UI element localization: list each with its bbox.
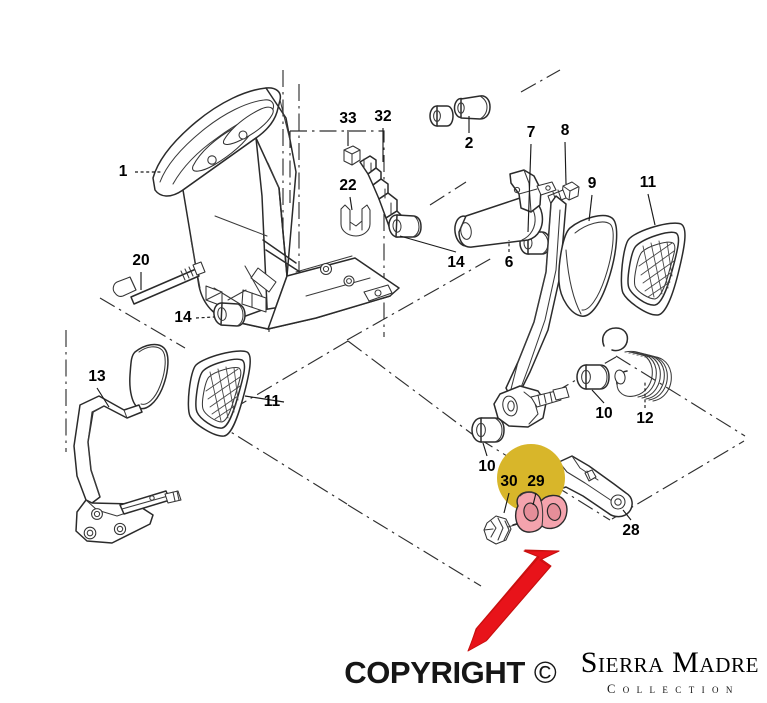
callout-7: 7 — [527, 124, 536, 141]
part-10-bushing-left — [471, 417, 505, 443]
part-30-spring-clip — [483, 514, 548, 545]
part-pedal-support-bracket — [152, 87, 400, 330]
callout-1: 1 — [119, 163, 128, 180]
callout-14-left: 14 — [174, 309, 192, 326]
callout-8: 8 — [561, 122, 570, 139]
callout-6: 6 — [505, 254, 514, 271]
part-33-nut — [343, 145, 361, 166]
callout-10-left: 10 — [478, 458, 495, 475]
callout-33: 33 — [339, 110, 357, 127]
callout-29: 29 — [527, 473, 545, 490]
callout-13: 13 — [88, 368, 106, 385]
callout-12: 12 — [636, 410, 653, 427]
callout-30: 30 — [500, 473, 517, 490]
brand-logo: Sierra Madre Collection — [581, 648, 761, 696]
part-32-brake-light-switch — [359, 155, 403, 230]
construction-lines — [65, 69, 746, 587]
highlight-circle-29 — [497, 444, 565, 512]
callout-28: 28 — [622, 522, 640, 539]
callout-32: 32 — [374, 108, 391, 125]
part-11-pedal-pad-right — [620, 222, 686, 316]
part-14-bushing-left — [213, 302, 246, 327]
part-8-bolt — [547, 181, 580, 205]
footer-branding: COPYRIGHT © Sierra Madre Collection — [0, 641, 767, 703]
brand-subtitle: Collection — [606, 682, 740, 697]
part-20-long-bolt — [112, 261, 206, 305]
callout-22: 22 — [339, 177, 356, 194]
callout-2: 2 — [465, 135, 474, 152]
part-brake-pedal-arm — [493, 195, 570, 428]
part-13-clutch-pedal-arm — [73, 343, 182, 544]
copyright-notice: COPYRIGHT © — [344, 657, 557, 688]
part-22-retaining-clip — [340, 204, 371, 237]
part-9-brake-pedal-pad — [558, 214, 618, 317]
part-28-lever-bracket — [548, 455, 633, 518]
part-10-bushing-right — [576, 364, 610, 390]
part-12-return-spring — [602, 327, 672, 402]
callout-11-right: 11 — [640, 174, 657, 191]
leader-lines — [96, 116, 656, 521]
callout-labels: 1 20 14 13 11 33 32 22 2 7 8 9 11 14 6 1… — [88, 108, 656, 539]
part-29-highlighted-bushing — [514, 491, 568, 533]
callout-20: 20 — [132, 252, 149, 269]
callout-10-right: 10 — [595, 405, 612, 422]
copyright-symbol-icon: © — [533, 654, 557, 690]
part-6-pedal-shaft-tube — [388, 169, 557, 248]
callout-9: 9 — [588, 175, 597, 192]
part-2-sleeve-assembly — [429, 95, 491, 127]
red-pointer-arrow — [467, 549, 560, 652]
part-11-pedal-pad-left — [187, 350, 251, 437]
brand-name: Sierra Madre — [580, 646, 759, 680]
copyright-word: COPYRIGHT — [344, 654, 525, 690]
callout-14-mid: 14 — [447, 254, 465, 271]
callout-11-left: 11 — [264, 393, 281, 410]
